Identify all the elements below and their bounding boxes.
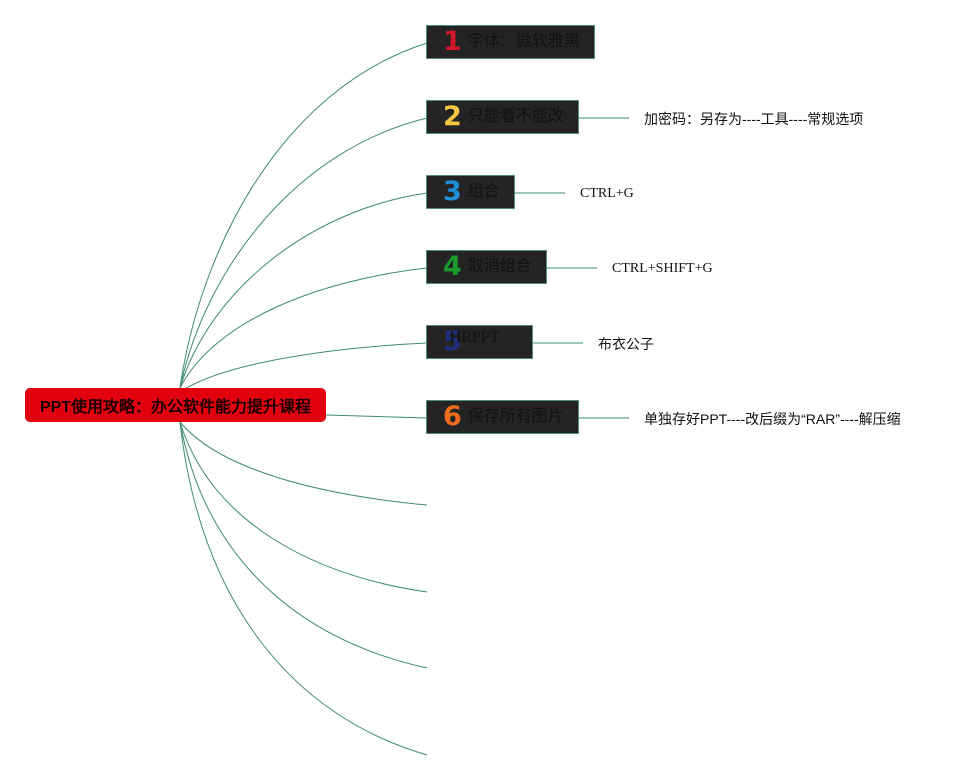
branch-line-empty-4 (179, 421, 428, 756)
topic-label-3: 组合 (467, 183, 500, 200)
branch-line-empty-1 (179, 421, 428, 506)
topic-label-1: 字体：微软雅黑 (467, 33, 580, 50)
topic-node-4[interactable]: 4 取消组合 (426, 250, 547, 284)
number-badge-6: 6 (443, 401, 462, 432)
branch-line-3 (179, 192, 428, 389)
topic-note-3: CTRL+G (580, 186, 634, 201)
central-topic[interactable]: PPT使用攻略：办公软件能力提升课程 (25, 388, 326, 422)
topic-node-1[interactable]: 1 字体：微软雅黑 (426, 25, 595, 59)
topic-note-4: CTRL+SHIFT+G (612, 261, 713, 276)
branch-line-5 (179, 342, 428, 393)
number-badge-3: 3 (443, 176, 462, 207)
number-badge-5: 5 (443, 326, 462, 357)
branch-line-6 (325, 414, 428, 419)
topic-label-2: 只能看不能改 (467, 108, 564, 125)
topic-label-4: 取消组合 (467, 258, 532, 275)
branch-line-2 (179, 117, 428, 389)
topic-label-5: HRPPT (449, 329, 500, 346)
central-topic-label: PPT使用攻略：办公软件能力提升课程 (39, 399, 312, 416)
topic-note-5: 布衣公子 (598, 336, 654, 352)
topic-note-2: 加密码：另存为----工具----常规选项 (644, 111, 864, 127)
number-badge-4: 4 (443, 251, 462, 282)
topic-node-2[interactable]: 2 只能看不能改 (426, 100, 579, 134)
topic-node-5[interactable]: 5 HRPPT (426, 325, 533, 359)
branch-line-empty-3 (179, 421, 428, 669)
branch-line-1 (179, 42, 428, 389)
branch-line-empty-2 (179, 421, 428, 593)
topic-node-6[interactable]: 6 保存所有图片 (426, 400, 579, 434)
number-badge-2: 2 (443, 101, 462, 132)
number-badge-1: 1 (443, 26, 462, 57)
topic-node-3[interactable]: 3 组合 (426, 175, 515, 209)
topic-note-6: 单独存好PPT----改后缀为“RAR”----解压缩 (644, 411, 901, 427)
branch-line-4 (179, 267, 428, 389)
topic-label-6: 保存所有图片 (467, 408, 564, 425)
